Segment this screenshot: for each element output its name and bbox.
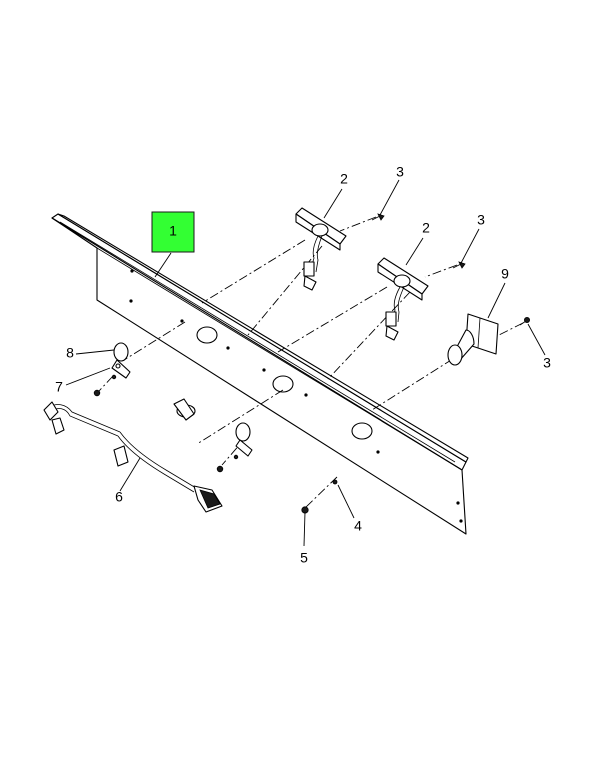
lamp-grommet-right: [216, 422, 253, 473]
panel-opening-3: [351, 422, 373, 440]
screw-3-middle: [452, 261, 466, 269]
callout-6[interactable]: 6: [115, 489, 123, 505]
callout-1-highlight-box: [151, 211, 195, 253]
mounting-panel: [51, 213, 469, 535]
panel-opening-2: [272, 375, 294, 393]
callout-1[interactable]: 1: [151, 211, 195, 253]
lamp-grommet-left: [111, 342, 131, 379]
callout-label: 1: [169, 223, 177, 239]
callout-3-right[interactable]: 3: [543, 355, 551, 371]
lamp-grommet-center: [173, 398, 196, 421]
clip-7: [93, 374, 117, 397]
callout-2-upper[interactable]: 2: [340, 171, 348, 187]
callout-3-upper[interactable]: 3: [396, 164, 404, 180]
panel-opening-1: [196, 326, 218, 344]
callout-9[interactable]: 9: [501, 266, 509, 282]
callout-4[interactable]: 4: [354, 518, 362, 534]
screw-3-upper: [371, 213, 385, 221]
callout-7[interactable]: 7: [55, 379, 63, 395]
marker-lamp-lower: [377, 257, 429, 341]
screw-3-right: [519, 316, 531, 326]
callout-5[interactable]: 5: [300, 550, 308, 566]
callout-3-middle[interactable]: 3: [477, 212, 485, 228]
washer-4: [332, 479, 338, 485]
wiring-harness: [43, 401, 223, 513]
callout-8[interactable]: 8: [66, 345, 74, 361]
callout-2-lower[interactable]: 2: [422, 220, 430, 236]
leader-lines: [65, 179, 546, 547]
marker-lamp-upper: [295, 207, 347, 291]
lamp-housing: [447, 313, 499, 366]
